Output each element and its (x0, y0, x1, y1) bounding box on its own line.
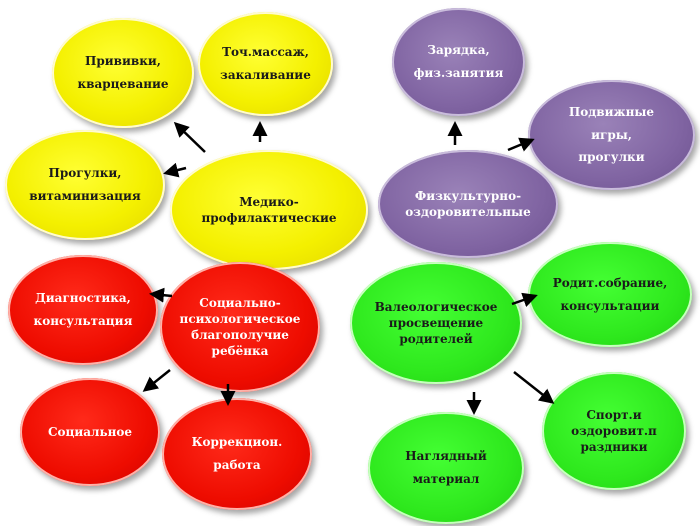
node-diagnostika: Диагностика, консультация (8, 255, 158, 365)
node-medico-text: Медико- профилактические (201, 194, 337, 225)
arrow-medico-to-progulki (163, 162, 187, 178)
node-zaryadka: Зарядка, физ.занятия (392, 8, 525, 116)
arrow-valeolog-to-roditsobranie (511, 292, 538, 308)
node-progulki-vit-text: Прогулки, витаминизация (29, 166, 141, 203)
node-zaryadka-text: Зарядка, физ.занятия (413, 43, 504, 80)
node-fizkult-text: Физкультурно- оздоровительные (405, 188, 531, 219)
node-tochmassazh: Точ.массаж, закаливание (198, 12, 333, 116)
node-socialnoe-text: Социальное (47, 424, 133, 439)
node-sport-text: Спорт.и оздоровит.п раздники (571, 407, 657, 455)
node-korrektsion-text: Коррекцион. работа (191, 435, 283, 472)
node-social-psych-text: Социально- психологическое благополучие … (179, 295, 301, 359)
node-podvizhnye-text: Подвижные игры, прогулки (568, 104, 655, 165)
node-naglyadny: Наглядный материал (368, 412, 524, 524)
node-social-psych: Социально- психологическое благополучие … (160, 262, 320, 392)
node-fizkult: Физкультурно- оздоровительные (378, 150, 558, 258)
node-privivki-text: Прививки, кварцевание (77, 54, 169, 91)
node-valeolog: Валеологическое просвещение родителей (350, 262, 522, 384)
node-privivki: Прививки, кварцевание (52, 18, 194, 128)
node-podvizhnye: Подвижные игры, прогулки (528, 80, 695, 190)
node-naglyadny-text: Наглядный материал (405, 449, 487, 486)
node-korrektsion: Коррекцион. работа (162, 398, 312, 510)
node-socialnoe: Социальное (20, 378, 160, 486)
arrow-medico-to-privivki (173, 121, 206, 153)
node-medico: Медико- профилактические (170, 150, 368, 270)
node-sport: Спорт.и оздоровит.п раздники (542, 372, 686, 490)
node-roditsobranie: Родит.собрание, консультации (528, 242, 692, 347)
arrow-valeolog-to-sport (513, 371, 555, 404)
node-tochmassazh-text: Точ.массаж, закаливание (220, 45, 311, 82)
node-diagnostika-text: Диагностика, консультация (33, 291, 133, 328)
node-roditsobranie-text: Родит.собрание, консультации (552, 275, 668, 313)
arrow-social-to-socialnoe (142, 369, 171, 392)
node-progulki-vit: Прогулки, витаминизация (5, 130, 165, 240)
arrow-social-to-diagnostika (149, 287, 173, 303)
arrow-fizkult-to-podvizhnye (507, 137, 535, 152)
node-valeolog-text: Валеологическое просвещение родителей (374, 299, 498, 347)
